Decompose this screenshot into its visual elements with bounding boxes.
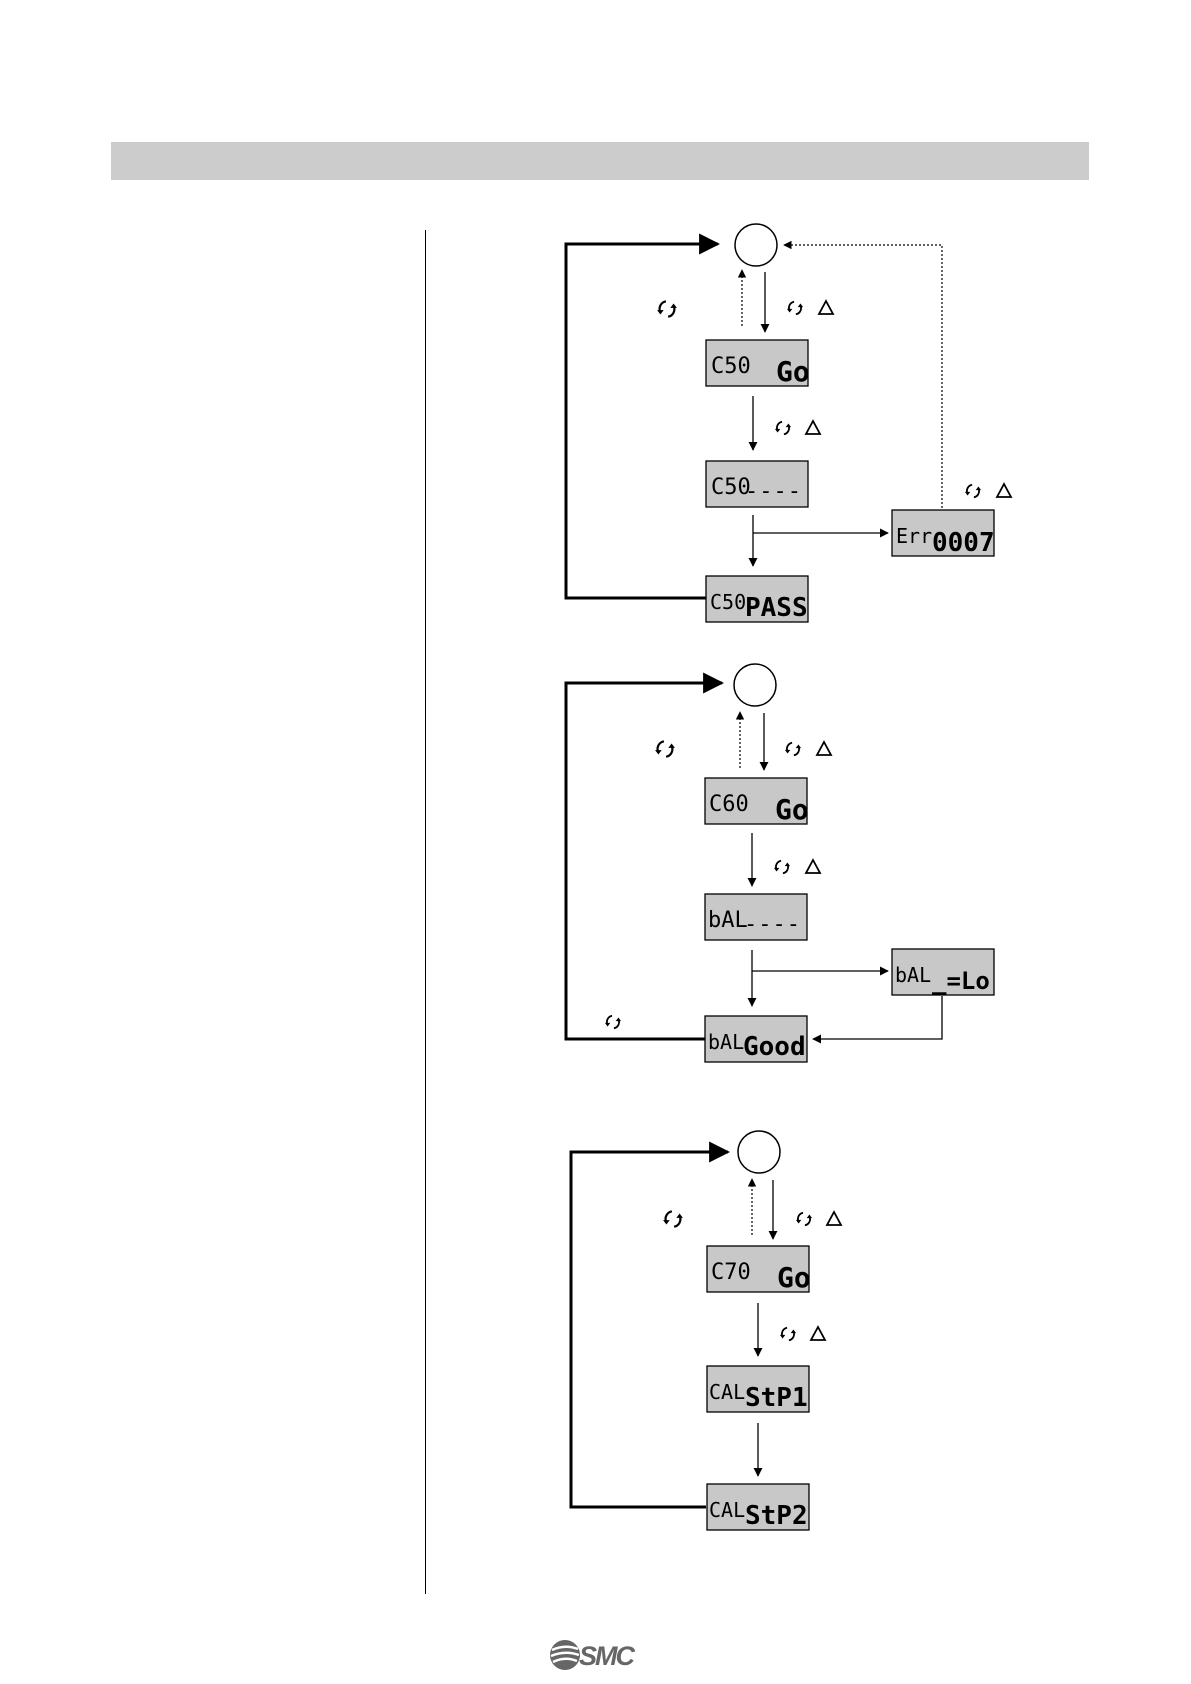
lcd-left-text: bAL: [708, 908, 748, 933]
return-loop-arrow: [571, 1152, 728, 1507]
lcd-left-text: C50: [710, 590, 746, 614]
lcd-display-low: bAL _=Lo: [892, 949, 994, 995]
lcd-left-text: bAL: [708, 1030, 744, 1054]
lcd-left-text: C50: [711, 354, 751, 379]
lcd-display: CAL StP1: [707, 1366, 809, 1413]
lcd-left-text: Err: [896, 524, 932, 548]
lcd-right-text: 0007: [932, 528, 995, 558]
smc-logo: SMC: [548, 1638, 648, 1676]
rotate-arrows-icon: [774, 861, 790, 874]
up-triangle-icon: [817, 742, 831, 755]
lcd-right-text: Good: [743, 1032, 806, 1062]
lcd-display: bAL ----: [705, 894, 807, 940]
up-triangle-icon: [827, 1212, 841, 1225]
rotate-arrows-icon: [657, 301, 677, 316]
flow-1: C50 Go C50 ---- Err 0007 C50 PASS: [566, 224, 1011, 623]
lcd-left-text: CAL: [709, 1498, 745, 1522]
lcd-left-text: C70: [711, 1260, 751, 1285]
return-loop-arrow: [566, 244, 718, 598]
lcd-right-text: Go: [777, 1261, 811, 1294]
lcd-right-text: Go: [775, 793, 809, 826]
up-triangle-icon: [811, 1327, 825, 1340]
return-loop-arrow: [566, 683, 722, 1039]
up-triangle-icon: [806, 421, 820, 434]
lcd-display: bAL Good: [705, 1016, 807, 1062]
lcd-left-text: C60: [709, 792, 749, 817]
rotate-arrows-icon: [785, 743, 801, 756]
lcd-right-text: ----: [744, 912, 801, 937]
lcd-right-text: StP1: [745, 1383, 808, 1413]
low-return-arrow: [813, 996, 942, 1039]
flow-3: C70 Go CAL StP1 CAL StP2: [571, 1131, 841, 1531]
start-circle-icon: [738, 1131, 780, 1173]
lcd-right-text: PASS: [745, 593, 808, 623]
lcd-right-text: ----: [745, 479, 802, 504]
lcd-display: C70 Go: [707, 1246, 811, 1294]
rotate-arrows-icon: [796, 1213, 812, 1226]
rotate-arrows-icon: [775, 422, 791, 435]
smc-logo-text: SMC: [579, 1641, 636, 1671]
flow-2: C60 Go bAL ---- bAL _=Lo bAL Good: [566, 664, 994, 1062]
rotate-arrows-icon: [780, 1328, 796, 1341]
lcd-display: C50 PASS: [706, 576, 808, 623]
lcd-display: C50 Go: [706, 340, 810, 388]
lcd-right-text: _=Lo: [932, 967, 990, 995]
up-triangle-icon: [806, 860, 820, 873]
rotate-arrows-icon: [965, 485, 981, 498]
lcd-left-text: bAL: [895, 963, 931, 987]
rotate-arrows-icon: [787, 302, 803, 315]
rotate-arrows-icon: [663, 1211, 683, 1226]
rotate-arrows-icon: [655, 741, 675, 756]
lcd-right-text: Go: [776, 355, 810, 388]
smc-logo-mark: [550, 1640, 580, 1670]
rotate-arrows-icon: [605, 1016, 621, 1029]
lcd-right-text: StP2: [745, 1501, 808, 1531]
start-circle-icon: [735, 224, 777, 266]
lcd-display: C60 Go: [705, 778, 809, 826]
start-circle-icon: [734, 664, 776, 706]
up-triangle-icon: [997, 484, 1011, 497]
lcd-display: CAL StP2: [707, 1484, 809, 1531]
lcd-left-text: CAL: [709, 1380, 745, 1404]
up-triangle-icon: [819, 301, 833, 314]
lcd-display-error: Err 0007: [892, 510, 995, 558]
lcd-display: C50 ----: [706, 461, 808, 507]
